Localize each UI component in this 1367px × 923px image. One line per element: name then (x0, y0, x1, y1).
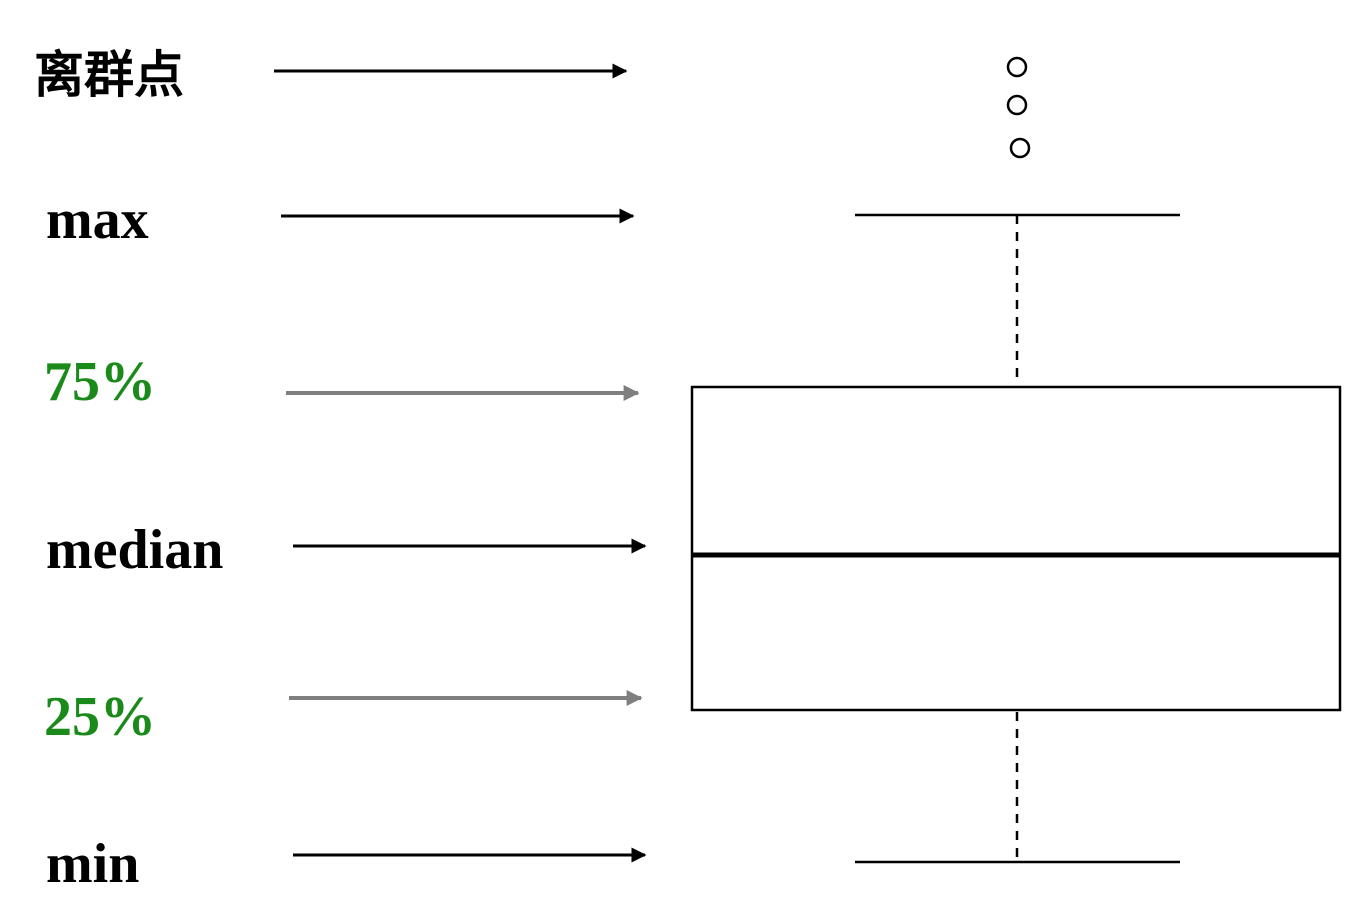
iqr-box (690, 385, 1342, 712)
outlier-point (1009, 137, 1031, 159)
min-label: min (46, 833, 139, 895)
max-label: max (46, 189, 149, 251)
q1-label: 25% (44, 686, 156, 748)
q3-label: 75% (44, 351, 156, 413)
median-label: median (46, 519, 223, 581)
outliers-label: 离群点 (34, 46, 184, 104)
outlier-point (1006, 56, 1028, 78)
outlier-point (1006, 94, 1028, 116)
